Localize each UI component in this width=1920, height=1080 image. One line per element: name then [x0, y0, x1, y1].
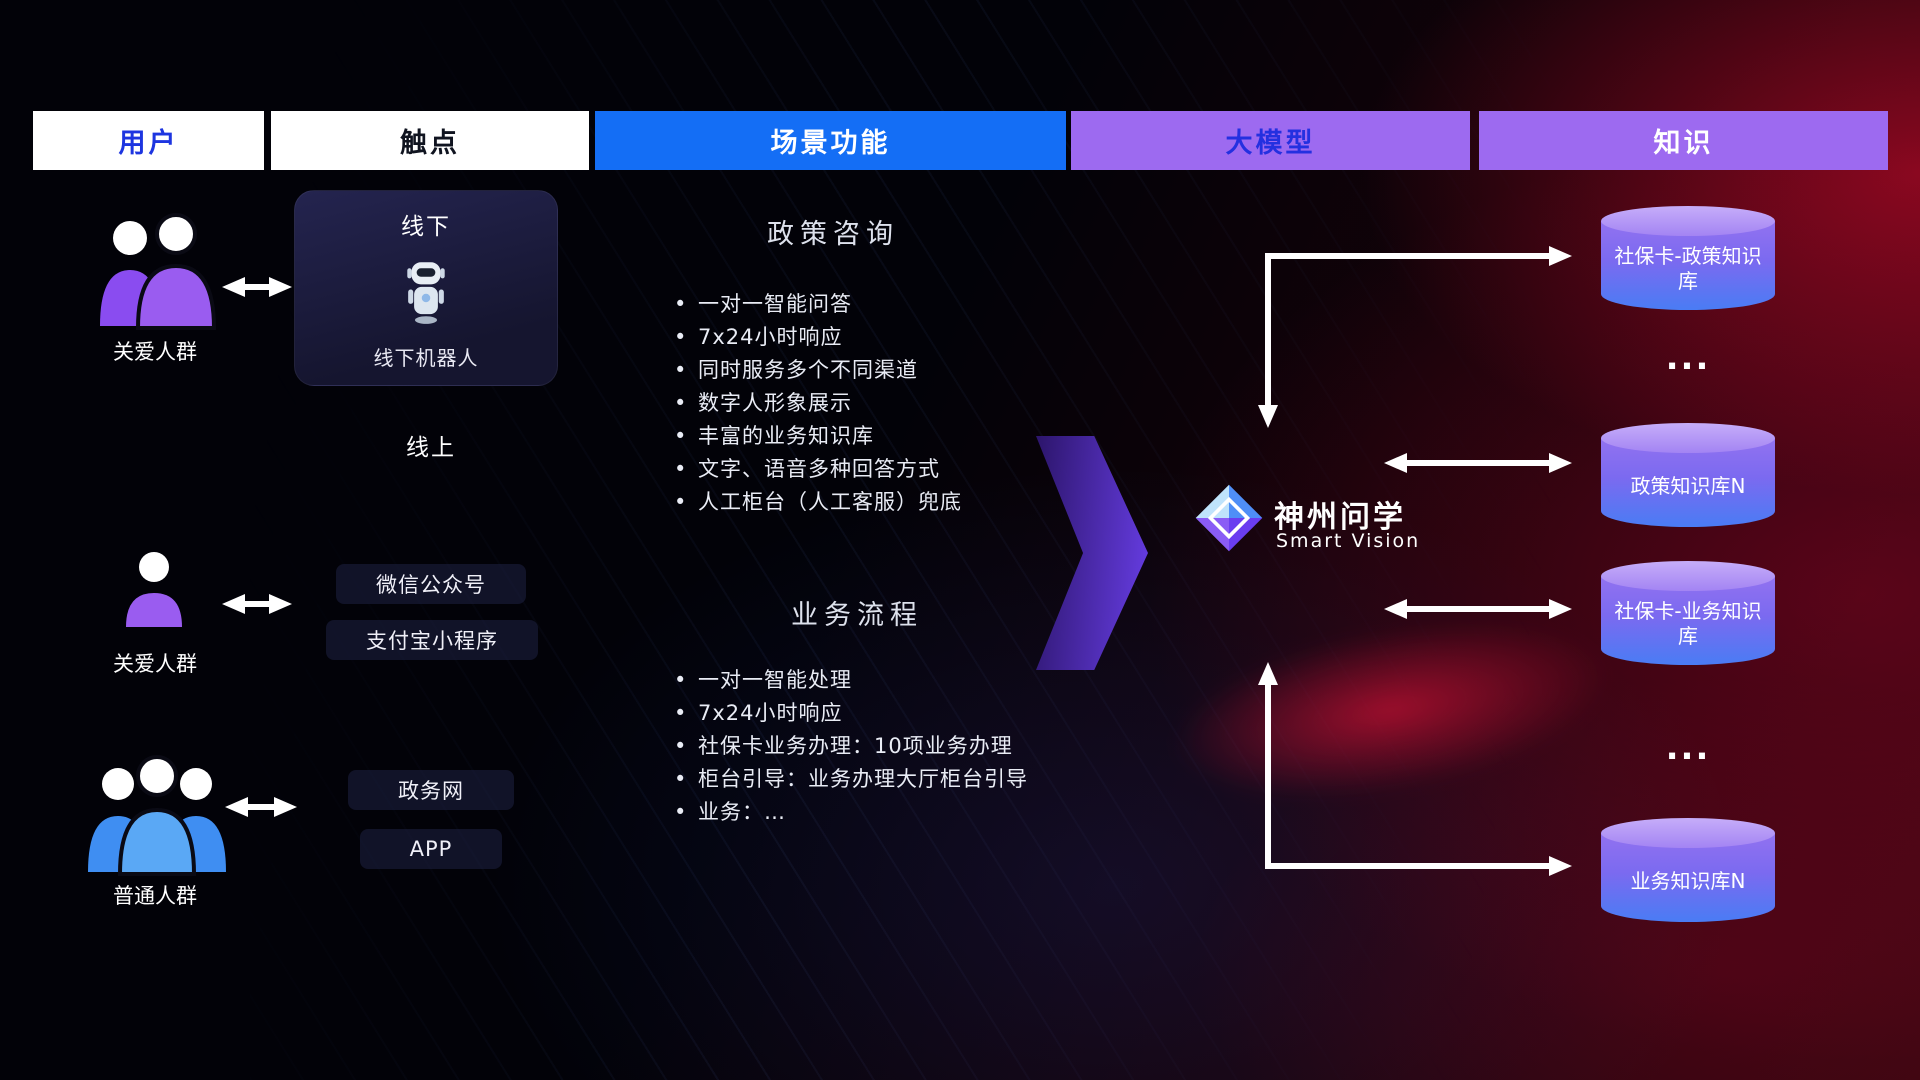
cylinder-top	[1601, 423, 1775, 453]
offline-title: 线下	[401, 214, 451, 240]
channel-alipay: 支付宝小程序	[326, 620, 538, 660]
model-name: 神州问学	[1274, 500, 1406, 535]
scene-policy-bullets: 一对一智能问答 7x24小时响应 同时服务多个不同渠道 数字人形象展示 丰富的业…	[672, 288, 962, 519]
online-title: 线上	[406, 435, 456, 461]
kb-label: 政策知识库N	[1630, 473, 1746, 498]
user-group-1-label: 关爱人群	[113, 340, 197, 364]
kb-ellipsis-top: ...	[1665, 338, 1711, 378]
channel-gov-web: 政务网	[348, 770, 514, 810]
kb-label: 社保卡-政策知识库	[1614, 244, 1762, 293]
offline-robot-label: 线下机器人	[373, 346, 479, 370]
user-single-purple-icon	[126, 552, 182, 627]
cylinder-top	[1601, 561, 1775, 591]
scene-policy-title: 政策咨询	[767, 219, 899, 250]
column-header-scenes-label: 场景功能	[770, 128, 891, 159]
kb-cylinder-social-business: 社保卡-业务知识库	[1601, 561, 1775, 665]
users-group-purple-icon	[100, 213, 217, 330]
business-bullet: 柜台引导：业务办理大厅柜台引导	[672, 763, 1028, 796]
policy-bullet: 7x24小时响应	[672, 321, 962, 354]
column-header-model: 大模型	[1071, 111, 1470, 170]
kb-label: 社保卡-业务知识库	[1614, 599, 1762, 648]
kb-cylinder-business-n: 业务知识库N	[1601, 818, 1775, 922]
policy-bullet: 人工柜台（人工客服）兜底	[672, 486, 962, 519]
robot-icon	[407, 261, 445, 324]
channel-wechat: 微信公众号	[336, 564, 526, 604]
user-group-3-label: 普通人群	[113, 884, 197, 908]
column-header-knowledge: 知识	[1479, 111, 1888, 170]
kb-cylinder-policy-n: 政策知识库N	[1601, 423, 1775, 527]
offline-touchpoint-card: 线下 线下机器人	[294, 190, 558, 386]
business-bullet: 7x24小时响应	[672, 697, 1028, 730]
smart-vision-logo-icon	[1195, 484, 1263, 552]
column-header-knowledge-label: 知识	[1653, 128, 1714, 159]
cylinder-top	[1601, 818, 1775, 848]
business-bullet: 业务：…	[672, 796, 1028, 829]
column-header-users: 用户	[33, 111, 264, 170]
column-header-users-label: 用户	[118, 128, 179, 159]
user-group-2-label: 关爱人群	[113, 652, 197, 676]
kb-label: 业务知识库N	[1630, 868, 1746, 893]
model-subtitle: Smart Vision	[1276, 530, 1421, 552]
column-header-scenes: 场景功能	[595, 111, 1066, 170]
business-bullet: 社保卡业务办理：10项业务办理	[672, 730, 1028, 763]
policy-bullet: 数字人形象展示	[672, 387, 962, 420]
scene-business-bullets: 一对一智能处理 7x24小时响应 社保卡业务办理：10项业务办理 柜台引导：业务…	[672, 664, 1028, 829]
policy-bullet: 一对一智能问答	[672, 288, 962, 321]
policy-bullet: 同时服务多个不同渠道	[672, 354, 962, 387]
column-header-touchpoints: 触点	[271, 111, 589, 170]
policy-bullet: 文字、语音多种回答方式	[672, 453, 962, 486]
background-blue-streaks	[250, 0, 1550, 1080]
column-header-touchpoints-label: 触点	[400, 128, 460, 159]
kb-cylinder-social-policy: 社保卡-政策知识库	[1601, 206, 1775, 310]
column-header-model-label: 大模型	[1225, 128, 1316, 159]
users-group-blue-icon	[88, 755, 226, 876]
cylinder-top	[1601, 206, 1775, 236]
channel-app: APP	[360, 829, 502, 869]
kb-ellipsis-bottom: ...	[1665, 728, 1711, 768]
scene-business-title: 业务流程	[791, 600, 923, 631]
policy-bullet: 丰富的业务知识库	[672, 420, 962, 453]
business-bullet: 一对一智能处理	[672, 664, 1028, 697]
